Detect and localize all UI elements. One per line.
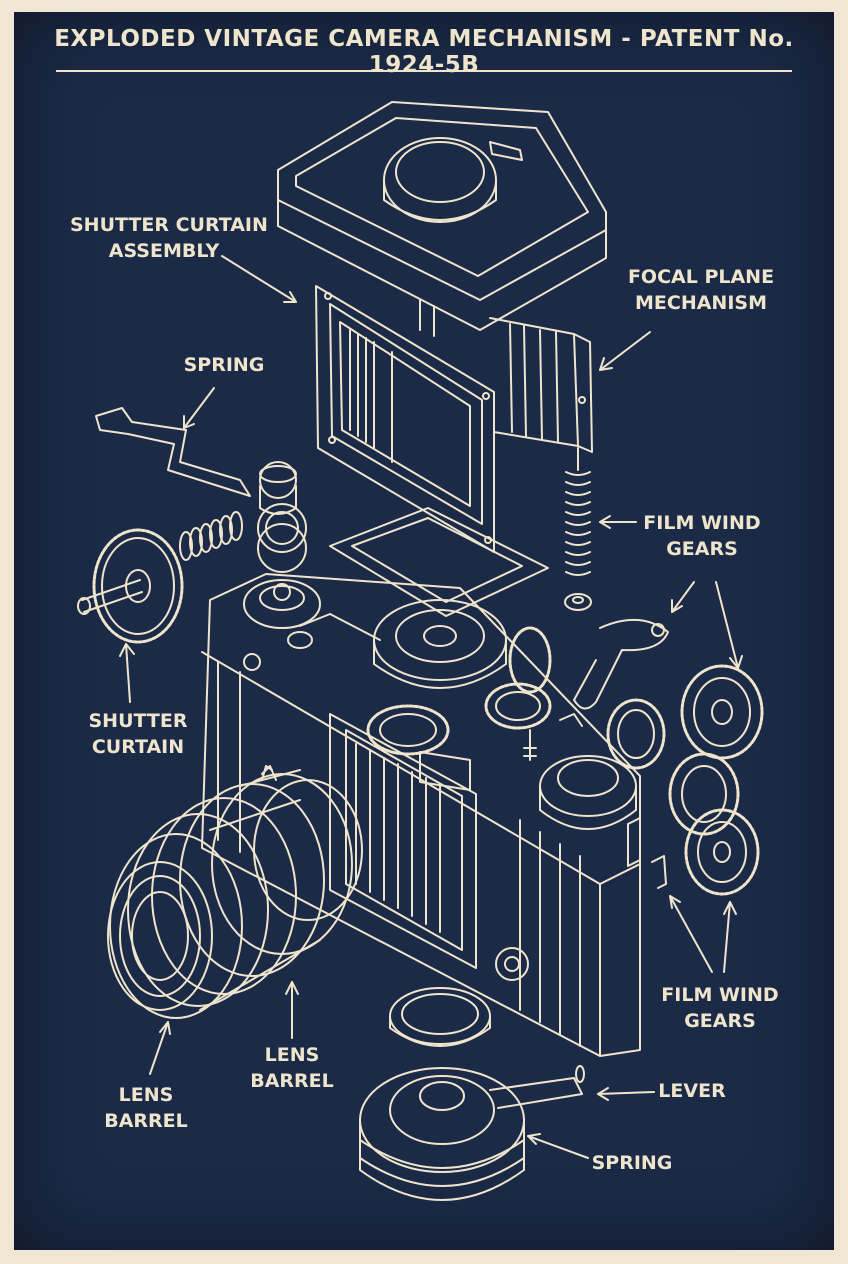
label-lens-barrel-center: LENS BARREL — [244, 1042, 340, 1094]
vertical-spring — [565, 448, 591, 610]
focal-plane-plate — [490, 318, 592, 452]
label-film-wind-gears-top: FILM WIND GEARS — [640, 510, 764, 562]
label-shutter-curtain-assembly: SHUTTER CURTAIN ASSEMBLY — [70, 212, 258, 264]
shutter-frame — [316, 286, 494, 552]
bottom-assembly — [360, 988, 584, 1200]
label-lens-barrel-left: LENS BARREL — [98, 1082, 194, 1134]
horizontal-spring — [180, 512, 242, 560]
top-housing — [278, 102, 606, 336]
label-focal-plane-mechanism: FOCAL PLANE MECHANISM — [626, 264, 776, 316]
label-spring-top: SPRING — [178, 352, 270, 378]
leader-arrows — [120, 256, 742, 1158]
lens-assembly — [108, 766, 362, 1018]
label-film-wind-gears-bottom: FILM WIND GEARS — [658, 982, 782, 1034]
label-spring-bottom: SPRING — [586, 1150, 678, 1176]
shutter-curtain-gear — [78, 530, 182, 642]
label-shutter-curtain: SHUTTER CURTAIN — [84, 708, 192, 760]
label-lever: LEVER — [656, 1078, 728, 1104]
